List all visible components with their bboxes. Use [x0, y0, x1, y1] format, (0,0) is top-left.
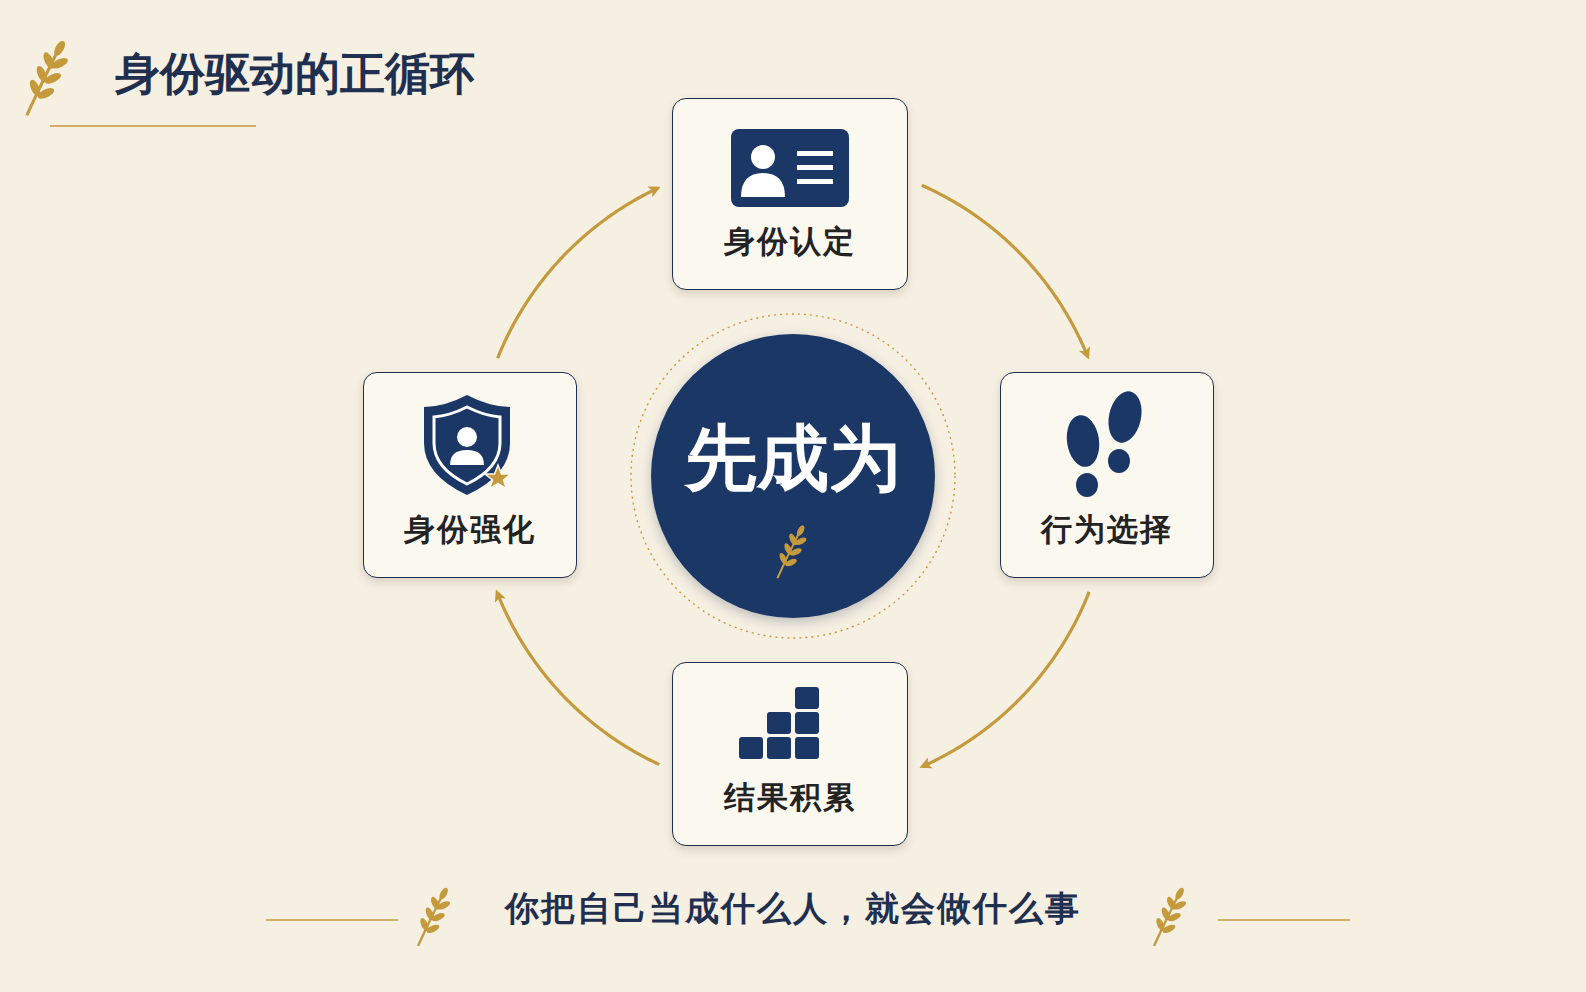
dashed-ring — [631, 314, 955, 638]
wheat-icon — [418, 886, 451, 945]
caption-rule — [266, 919, 398, 920]
caption-rule — [1218, 919, 1350, 920]
box-label: 身份认定 — [724, 221, 856, 289]
stacked-blocks-icon — [673, 663, 909, 847]
process-box: 行为选择 — [1000, 372, 1214, 578]
box-label: 身份强化 — [404, 509, 536, 577]
center-label: 先成为 — [685, 411, 901, 541]
caption: 你把自己当成什么人，就会做什么事 — [505, 886, 1081, 932]
cycle-arrow — [922, 592, 1089, 767]
footprints-icon — [1001, 373, 1215, 579]
title-rule — [50, 125, 256, 127]
title: 身份驱动的正循环 — [115, 44, 475, 104]
id-card-icon — [673, 99, 909, 291]
shield-icon — [364, 373, 578, 579]
process-box: 结果积累 — [672, 662, 908, 846]
cycle-arrow — [497, 592, 659, 764]
wheat-icon — [1154, 886, 1187, 945]
cycle-arrow — [922, 185, 1088, 356]
process-box: 身份认定 — [672, 98, 908, 290]
process-box: 身份强化 — [363, 372, 577, 578]
center-circle: 先成为 — [651, 334, 935, 618]
wheat-icon — [27, 39, 70, 115]
box-label: 结果积累 — [724, 777, 856, 845]
box-label: 行为选择 — [1041, 509, 1173, 577]
cycle-arrow — [498, 188, 658, 358]
